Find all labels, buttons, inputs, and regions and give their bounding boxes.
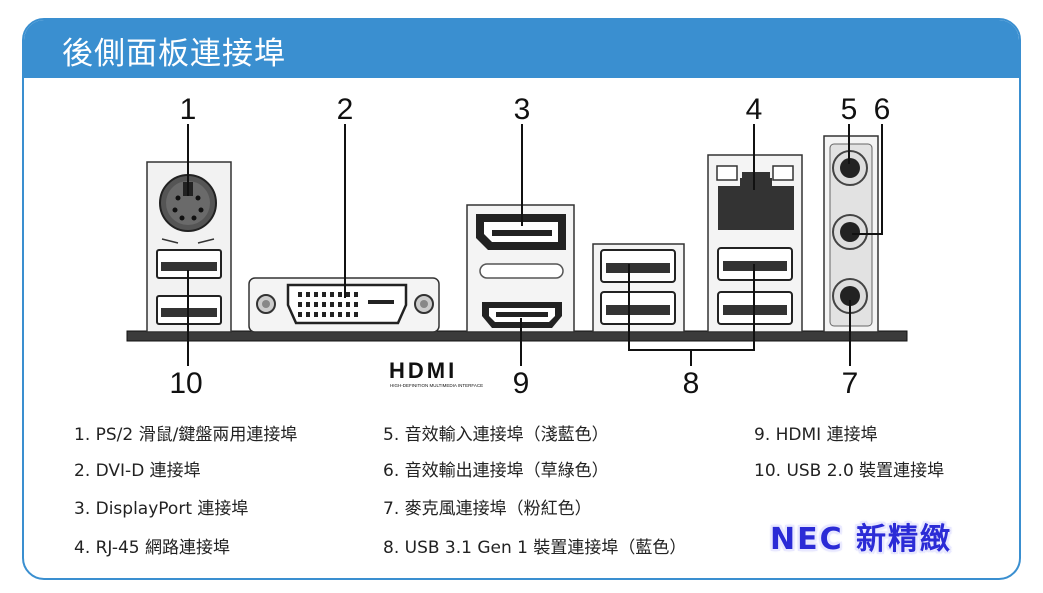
callout-8: 8 xyxy=(683,367,700,400)
callout-7: 7 xyxy=(842,367,859,400)
legend-item-5: 5. 音效輸入連接埠（淺藍色） xyxy=(383,425,609,445)
legend-item-2: 2. DVI-D 連接埠 xyxy=(74,461,201,481)
legend-item-10: 10. USB 2.0 裝置連接埠 xyxy=(754,461,945,481)
page-title: 後側面板連接埠 xyxy=(62,36,286,72)
leader-lines xyxy=(187,124,883,366)
legend-item-8: 8. USB 3.1 Gen 1 裝置連接埠（藍色） xyxy=(383,538,687,558)
hdmi-logo: HDMI HIGH-DEFINITION MULTIMEDIA INTERFAC… xyxy=(389,358,483,388)
brand-watermark: NEC 新精緻 xyxy=(770,522,953,557)
displayport-hdmi-block xyxy=(466,204,575,333)
rj45-port xyxy=(718,178,794,230)
hdmi-logo-tagline: HIGH-DEFINITION MULTIMEDIA INTERFACE xyxy=(390,383,483,388)
audio-block xyxy=(823,135,879,333)
legend-item-4: 4. RJ-45 網路連接埠 xyxy=(74,538,231,558)
callout-3: 3 xyxy=(514,93,531,126)
callout-10: 10 xyxy=(169,367,202,400)
usb31-block-middle xyxy=(592,243,685,333)
hdmi-logo-word: HDMI xyxy=(389,358,457,383)
callout-9: 9 xyxy=(513,367,530,400)
header-bar: 後側面板連接埠 xyxy=(24,20,1019,78)
legend-item-1: 1. PS/2 滑鼠/鍵盤兩用連接埠 xyxy=(74,425,298,445)
legend-item-9: 9. HDMI 連接埠 xyxy=(754,425,878,445)
callout-2: 2 xyxy=(337,93,354,126)
dvi-d-port xyxy=(248,277,440,333)
legend-item-3: 3. DisplayPort 連接埠 xyxy=(74,499,249,519)
callout-6: 6 xyxy=(874,93,891,126)
callout-5: 5 xyxy=(841,93,858,126)
legend-item-7: 7. 麥克風連接埠（粉紅色） xyxy=(383,499,592,519)
legend-item-6: 6. 音效輸出連接埠（草綠色） xyxy=(383,461,609,481)
callout-4: 4 xyxy=(746,93,763,126)
callout-1: 1 xyxy=(180,93,197,126)
